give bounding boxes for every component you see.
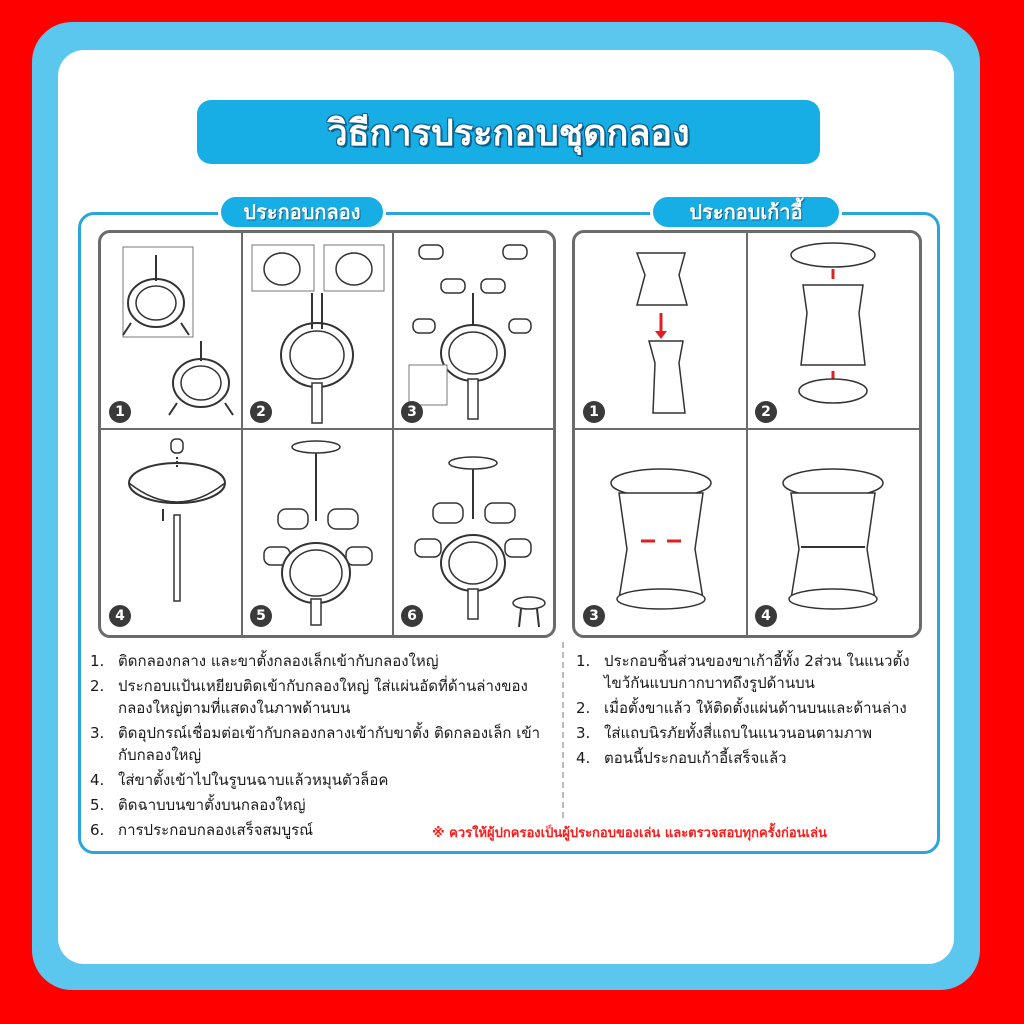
chair-step-1-drawing [635, 252, 688, 414]
chair-step-1-illustration: 1 [575, 233, 747, 429]
drum-step-3-illustration: 3 [393, 233, 553, 429]
list-item: 1.ติดกลองกลาง และขาตั้งกลองเล็กเข้ากับกล… [90, 652, 439, 670]
list-item: 1.ประกอบชิ้นส่วนของขาเก้าอี้ทั้ง 2ส่วน ใ… [576, 652, 910, 692]
chair-step-number-2: 2 [755, 401, 777, 423]
drum-step-number-3: 3 [401, 401, 423, 423]
list-item: 4.ตอนนี้ประกอบเก้าอี้เสร็จแล้ว [576, 749, 787, 767]
title-banner: วิธีการประกอบชุดกลอง [197, 100, 820, 164]
drum-steps-list: 1.ติดกลองกลาง และขาตั้งกลองเล็กเข้ากับกล… [90, 650, 555, 844]
drum-step-5-drawing [263, 440, 373, 626]
chair-grid-lines [575, 233, 919, 635]
drum-step-1-drawing [122, 246, 234, 416]
list-item: 6.การประกอบกลองเสร็จสมบูรณ์ [90, 821, 314, 839]
chair-step-number-3: 3 [583, 605, 605, 627]
drum-step-4-illustration: 4 [101, 429, 242, 635]
chair-steps-list: 1.ประกอบชิ้นส่วนของขาเก้าอี้ทั้ง 2ส่วน ใ… [576, 650, 931, 772]
drum-grid-lines [101, 233, 553, 635]
section-divider [562, 642, 564, 818]
drum-step-1-illustration: 1 [101, 233, 242, 429]
drum-instruction-grid: 1 2 3 [98, 230, 556, 638]
drum-step-number-6: 6 [401, 605, 423, 627]
list-item: 3.ติดอุปกรณ์เชื่อมต่อเข้ากับกลองกลางเข้า… [90, 724, 541, 764]
list-item: 5.ติดฉาบบนขาตั้งบนกลองใหญ่ [90, 796, 306, 814]
list-item: 2.ประกอบแป้นเหยียบติดเข้ากับกลองใหญ่ ใส่… [90, 677, 528, 717]
drum-section-tag: ประกอบกลอง [218, 194, 386, 230]
drum-step-6-illustration: 6 [393, 429, 553, 635]
chair-step-3-drawing [610, 468, 712, 610]
chair-step-2-illustration: 2 [747, 233, 919, 429]
content-border [78, 212, 940, 854]
drum-step-6-drawing [414, 456, 546, 628]
drum-step-3-drawing [408, 244, 532, 420]
chair-step-number-1: 1 [583, 401, 605, 423]
chair-step-number-4: 4 [755, 605, 777, 627]
chair-instruction-grid: 1 2 3 4 [572, 230, 922, 638]
drum-step-number-5: 5 [250, 605, 272, 627]
drum-step-2-drawing [251, 244, 385, 424]
list-item: 3.ใส่แถบนิรภัยทั้งสี่แถบในแนวนอนตามภาพ [576, 724, 873, 742]
drum-section-label: ประกอบกลอง [243, 200, 361, 224]
drum-step-4-drawing [128, 438, 226, 602]
safety-warning: ※ ควรให้ผู้ปกครองเป็นผู้ประกอบของเล่น แล… [432, 826, 827, 841]
drum-step-number-1: 1 [109, 401, 131, 423]
drum-step-number-2: 2 [250, 401, 272, 423]
drum-step-2-illustration: 2 [242, 233, 393, 429]
chair-step-2-drawing [790, 242, 876, 404]
chair-section-tag: ประกอบเก้าอี้ [650, 194, 842, 230]
chair-step-3-illustration: 3 [575, 429, 747, 635]
chair-section-label: ประกอบเก้าอี้ [689, 200, 803, 224]
drum-step-5-illustration: 5 [242, 429, 393, 635]
drum-step-number-4: 4 [109, 605, 131, 627]
chair-step-4-illustration: 4 [747, 429, 919, 635]
list-item: 2.เมื่อตั้งขาแล้ว ให้ติดตั้งแผ่นด้านบนแล… [576, 699, 907, 717]
page-title: วิธีการประกอบชุดกลอง [327, 112, 690, 154]
chair-step-4-drawing [782, 468, 884, 610]
list-item: 4.ใส่ขาตั้งเข้าไปในรูบนฉาบแล้วหมุนตัวล็อ… [90, 771, 389, 789]
